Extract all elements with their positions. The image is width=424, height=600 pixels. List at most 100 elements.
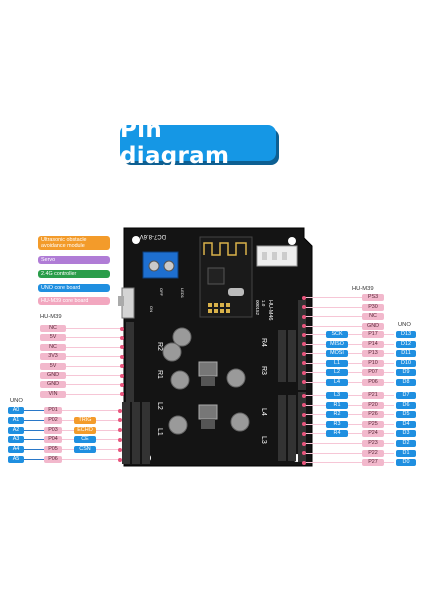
pin-line xyxy=(304,353,394,354)
left-uno-p-pin: P03 xyxy=(44,426,62,434)
right-bot-func: R1 xyxy=(326,401,348,409)
label-r3: R3 xyxy=(260,366,267,375)
pin-dot xyxy=(302,441,306,446)
left-header-bottom xyxy=(122,402,150,464)
pin-dot xyxy=(120,354,124,359)
regulators xyxy=(198,361,218,429)
pin-dot xyxy=(118,437,122,442)
left-uno-header: UNO xyxy=(10,398,23,404)
right-mid-func: L2 xyxy=(326,369,348,376)
terminal-screw xyxy=(163,260,175,272)
right-mid-func: L1 xyxy=(326,359,348,367)
right-mid-d-pin: D9 xyxy=(396,369,416,376)
right-bot-d-pin: D1 xyxy=(396,449,416,457)
pin-line xyxy=(304,297,362,298)
pin-line xyxy=(304,423,394,425)
chip-text-1: 000152 xyxy=(255,300,260,316)
pin-line xyxy=(304,414,394,416)
switch-knob xyxy=(118,296,124,306)
right-mid-d-pin: D11 xyxy=(396,350,416,357)
left-uno-p-pin: P04 xyxy=(44,436,62,444)
left-hum39-pin: VIN xyxy=(40,390,66,398)
pin-dot xyxy=(302,460,306,465)
legend-2.4g: 2.4G controller xyxy=(38,270,110,278)
left-hum39-pin: NC xyxy=(40,325,66,332)
right-mid-func: L4 xyxy=(326,378,348,386)
right-header-bottom xyxy=(278,392,306,462)
right-bot-d-pin: D3 xyxy=(396,430,416,438)
pin-line xyxy=(24,459,44,460)
pin-line xyxy=(304,395,394,396)
right-bot-p-pin: P24 xyxy=(362,430,384,438)
module-tag: CE xyxy=(74,436,96,444)
pin-line xyxy=(304,306,362,308)
label-l1: L1 xyxy=(156,428,163,436)
right-mid-d-pin: D8 xyxy=(396,378,416,386)
right-mid-func: MISO xyxy=(326,340,348,348)
pin-line xyxy=(62,410,122,411)
pin-dot xyxy=(118,418,122,423)
pin-line xyxy=(304,404,394,406)
right-bot-func: R2 xyxy=(326,411,348,419)
right-bot-p-pin: P23 xyxy=(362,440,384,447)
pin-dot xyxy=(118,408,122,413)
pin-dot xyxy=(302,295,306,300)
pin-dot xyxy=(302,332,306,337)
left-hum39-pin: 5V xyxy=(40,362,66,370)
left-uno-p-pin: P02 xyxy=(44,416,62,424)
pin-line xyxy=(66,375,122,376)
title-banner: Pin diagram xyxy=(120,117,276,169)
pin-line xyxy=(304,381,394,383)
left-hum39-pin: GND xyxy=(40,372,66,379)
right-bot-p-pin: P26 xyxy=(362,411,384,419)
label-r2: R2 xyxy=(156,342,163,351)
pin-dot xyxy=(120,335,124,340)
right-hum39-header: HU-M39 xyxy=(352,286,374,292)
switch-label: SW1 xyxy=(120,272,125,281)
page-title: Pin diagram xyxy=(120,117,230,169)
pin-line xyxy=(304,362,394,364)
right-bot-p-pin: P22 xyxy=(362,449,384,457)
pin-dot xyxy=(302,370,306,375)
pin-dot xyxy=(302,412,306,417)
module-tag: ECHO xyxy=(74,426,96,434)
rf-chip xyxy=(207,267,225,285)
pin-dot xyxy=(302,361,306,365)
pin-line xyxy=(304,334,394,335)
module-tag: TRIG xyxy=(74,416,96,424)
left-header-top xyxy=(126,322,134,402)
legend-ultrasonic: Ultrasonic obstacle avoidance module xyxy=(38,236,110,250)
right-bot-p-pin: P25 xyxy=(362,420,384,428)
pin-line xyxy=(24,419,44,421)
pin-line xyxy=(66,328,122,329)
right-bot-d-pin: D4 xyxy=(396,420,416,428)
off-label: OFF xyxy=(159,288,164,297)
right-bot-func: R4 xyxy=(326,430,348,438)
right-mid-p-pin: P06 xyxy=(362,378,384,386)
power-label: DC7-8.6V xyxy=(140,233,166,239)
on-label: ON xyxy=(149,306,154,312)
right-bot-d-pin: D6 xyxy=(396,401,416,409)
left-hum39-pin: NC xyxy=(40,343,66,351)
pin-line xyxy=(62,459,122,460)
legend-uno: UNO core board xyxy=(38,284,110,292)
right-mid-d-pin: D12 xyxy=(396,340,416,348)
pin-line xyxy=(304,443,394,444)
pin-dot xyxy=(302,431,306,436)
pin-line xyxy=(66,337,122,339)
pin-line xyxy=(304,433,394,435)
right-mid-p-pin: P07 xyxy=(362,369,384,376)
label-r4: R4 xyxy=(260,338,267,347)
pin-line xyxy=(66,384,122,386)
legend-servo: Servo xyxy=(38,256,110,264)
label-l3: L3 xyxy=(260,436,267,444)
left-uno-pin: A1 xyxy=(8,416,24,424)
pin-dot xyxy=(120,382,124,387)
module-tag: CSN xyxy=(74,446,96,454)
right-mid-p-pin: P17 xyxy=(362,331,384,338)
rf-antenna xyxy=(203,242,247,256)
pin-line xyxy=(24,449,44,451)
pin-line xyxy=(24,439,44,441)
pin-line xyxy=(304,372,394,373)
